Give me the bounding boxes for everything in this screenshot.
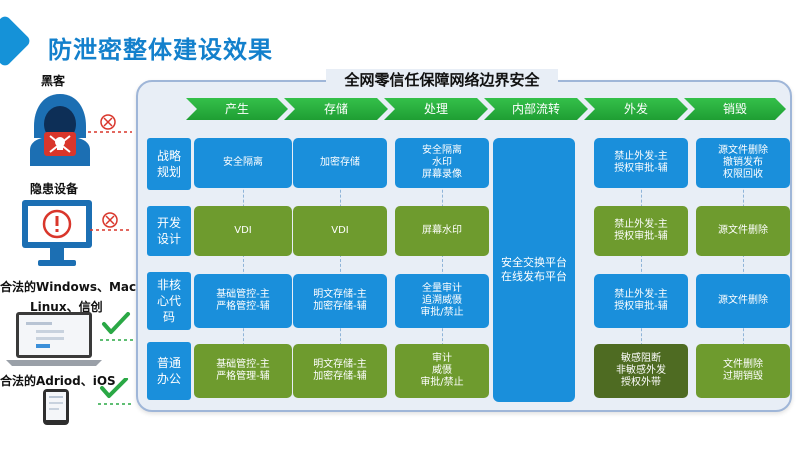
cell-noncore-destroy: 源文件删除 xyxy=(696,274,790,328)
cell-noncore-storage: 明文存储-主 加密存储-辅 xyxy=(293,274,387,328)
connector-line xyxy=(340,160,341,356)
cell-office-outbound: 敏感阻断 非敏感外发 授权外带 xyxy=(594,344,688,398)
warning-monitor-icon xyxy=(22,200,92,266)
page-title: 防泄密整体建设效果 xyxy=(48,36,273,64)
row-label-strategy: 战略 规划 xyxy=(147,138,191,190)
row-label-office: 普通 办公 xyxy=(147,342,191,400)
cell-strategy-outbound: 禁止外发-主 授权审批-辅 xyxy=(594,138,688,188)
cell-dev-storage: VDI xyxy=(293,206,387,256)
corner-decoration xyxy=(0,14,32,68)
cell-strategy-process: 安全隔离 水印 屏幕录像 xyxy=(395,138,489,188)
cell-noncore-process: 全量审计 追溯威慑 审批/禁止 xyxy=(395,274,489,328)
cell-dev-outbound: 禁止外发-主 授权审批-辅 xyxy=(594,206,688,256)
stage-process: 处理 xyxy=(384,98,488,120)
tablet-icon xyxy=(43,389,69,425)
laptop-icon xyxy=(6,312,102,366)
connector-line xyxy=(243,160,244,356)
cell-dev-produce: VDI xyxy=(194,206,292,256)
internal-flow-platform: 安全交换平台 在线发布平台 xyxy=(493,138,575,402)
cell-office-produce: 基础管控-主 严格管理-辅 xyxy=(194,344,292,398)
cell-dev-process: 屏幕水印 xyxy=(395,206,489,256)
deny-x-icon xyxy=(88,114,132,133)
panel-banner: 全网零信任保障网络边界安全 xyxy=(326,69,558,91)
cell-strategy-storage: 加密存储 xyxy=(293,138,387,188)
stage-outbound: 外发 xyxy=(584,98,688,120)
connector-line xyxy=(743,160,744,356)
cell-strategy-destroy: 源文件删除 撤销发布 权限回收 xyxy=(696,138,790,188)
stage-destroy: 销毁 xyxy=(684,98,786,120)
row-label-dev: 开发 设计 xyxy=(147,206,191,256)
allow-check-icon xyxy=(100,312,134,341)
cell-dev-destroy: 源文件删除 xyxy=(696,206,790,256)
stage-produce: 产生 xyxy=(186,98,288,120)
cell-noncore-produce: 基础管控-主 严格管控-辅 xyxy=(194,274,292,328)
hacker-icon xyxy=(30,94,90,166)
stage-internal-flow: 内部流转 xyxy=(484,98,588,120)
hacker-label: 黑客 xyxy=(41,74,66,88)
cell-strategy-produce: 安全隔离 xyxy=(194,138,292,188)
legal-pc-label-2: Linux、信创 xyxy=(30,300,103,314)
cell-office-destroy: 文件删除 过期销毁 xyxy=(696,344,790,398)
row-label-noncore: 非核 心代 码 xyxy=(147,272,191,330)
allow-check-icon xyxy=(98,378,134,405)
connector-line xyxy=(641,160,642,356)
legal-mobile-label: 合法的Adriod、iOS xyxy=(0,374,116,388)
stage-storage: 存储 xyxy=(284,98,388,120)
connector-line xyxy=(442,160,443,356)
deny-x-icon xyxy=(90,212,132,231)
risk-device-label: 隐患设备 xyxy=(30,182,79,196)
cell-office-process: 审计 威慑 审批/禁止 xyxy=(395,344,489,398)
cell-noncore-outbound: 禁止外发-主 授权审批-辅 xyxy=(594,274,688,328)
legal-pc-label-1: 合法的Windows、Mac xyxy=(0,280,137,294)
cell-office-storage: 明文存储-主 加密存储-辅 xyxy=(293,344,387,398)
